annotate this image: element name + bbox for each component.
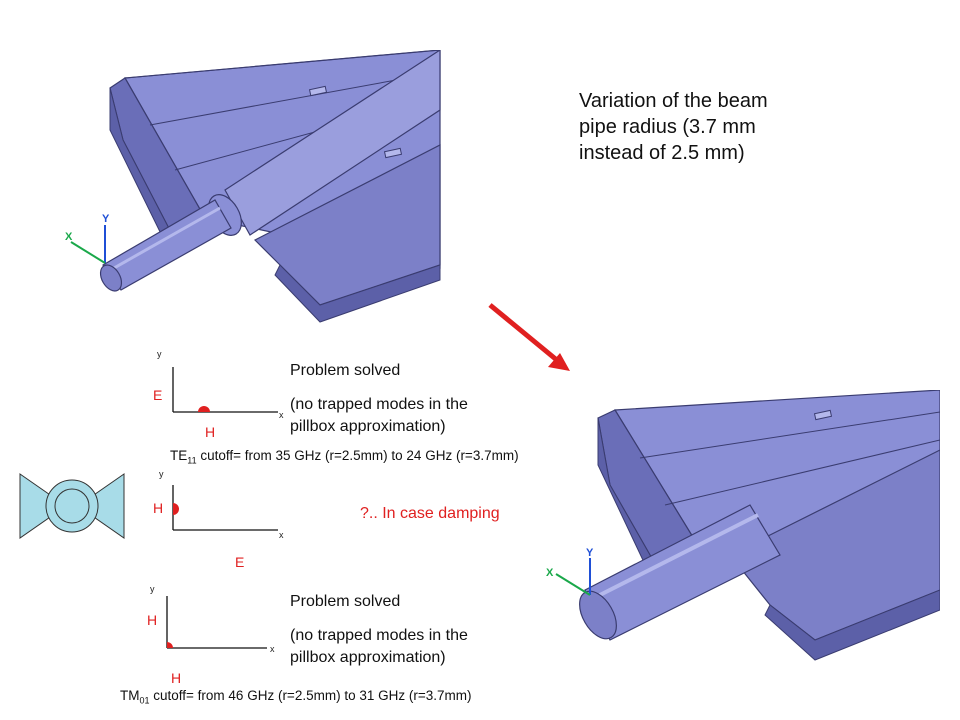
axes-icon: [172, 485, 278, 531]
tm-status: Problem solved: [290, 593, 401, 610]
tm-cutoff: TM01 cutoff= from 46 GHz (r=2.5mm) to 31…: [120, 687, 471, 710]
tm-mode-name: TM: [120, 688, 140, 703]
cad-x-label: X: [65, 231, 73, 243]
field-diagram-2: y x H E: [150, 465, 290, 575]
tm-note: (no trapped modes in the pillbox approxi…: [290, 625, 468, 669]
x-axis-label: x: [279, 530, 284, 540]
e-field-label: E: [153, 387, 163, 403]
tm-note-line-1: (no trapped modes in the: [290, 627, 468, 644]
e-field-label: E: [235, 554, 245, 570]
te-cutoff: TE11 cutoff= from 35 GHz (r=2.5mm) to 24…: [170, 447, 519, 470]
x-axis-label: x: [279, 410, 284, 420]
y-axis-label: y: [159, 469, 164, 479]
cad-y-label: Y: [102, 213, 110, 225]
te-note-line-1: (no trapped modes in the: [290, 396, 468, 413]
variation-title-line-3: instead of 2.5 mm): [579, 142, 745, 164]
field-diagram-1: y x E H: [150, 345, 290, 445]
damping-note: ?.. In case damping: [360, 505, 500, 522]
h-field-horizontal-label: H: [171, 670, 182, 686]
te-mode-name: TE: [170, 448, 188, 463]
pillbox-cross-section-icon: [19, 473, 125, 539]
axes-icon: [166, 596, 267, 649]
x-axis-label: x: [270, 644, 275, 654]
y-axis-label: y: [157, 349, 162, 359]
te-status: Problem solved: [290, 362, 401, 379]
tm-note-line-2: pillbox approximation): [290, 649, 446, 666]
cad2-y-label: Y: [586, 547, 594, 559]
y-axis-label: y: [150, 584, 155, 594]
h-field-vertical-label: H: [147, 612, 158, 628]
red-arrow-icon: [488, 303, 570, 371]
axes-icon: [172, 367, 278, 413]
te-note: (no trapped modes in the pillbox approxi…: [290, 394, 468, 438]
h-field-label: H: [153, 500, 164, 516]
te-cutoff-text: cutoff= from 35 GHz (r=2.5mm) to 24 GHz …: [196, 448, 519, 463]
te-note-line-2: pillbox approximation): [290, 418, 446, 435]
variation-title: Variation of the beam pipe radius (3.7 m…: [579, 88, 839, 166]
h-field-label: H: [205, 424, 216, 440]
cad2-x-label: X: [546, 567, 554, 579]
te-mode-sub: 11: [187, 455, 197, 466]
cad-model-modified: Y X: [546, 390, 940, 661]
tm-cutoff-text: cutoff= from 46 GHz (r=2.5mm) to 31 GHz …: [149, 688, 472, 703]
cad-model-original: Y X: [65, 50, 441, 323]
variation-title-line-1: Variation of the beam: [579, 90, 768, 112]
variation-title-line-2: pipe radius (3.7 mm: [579, 116, 756, 138]
field-diagram-3: y x H H: [145, 578, 285, 688]
tm-mode-sub: 01: [139, 695, 150, 706]
